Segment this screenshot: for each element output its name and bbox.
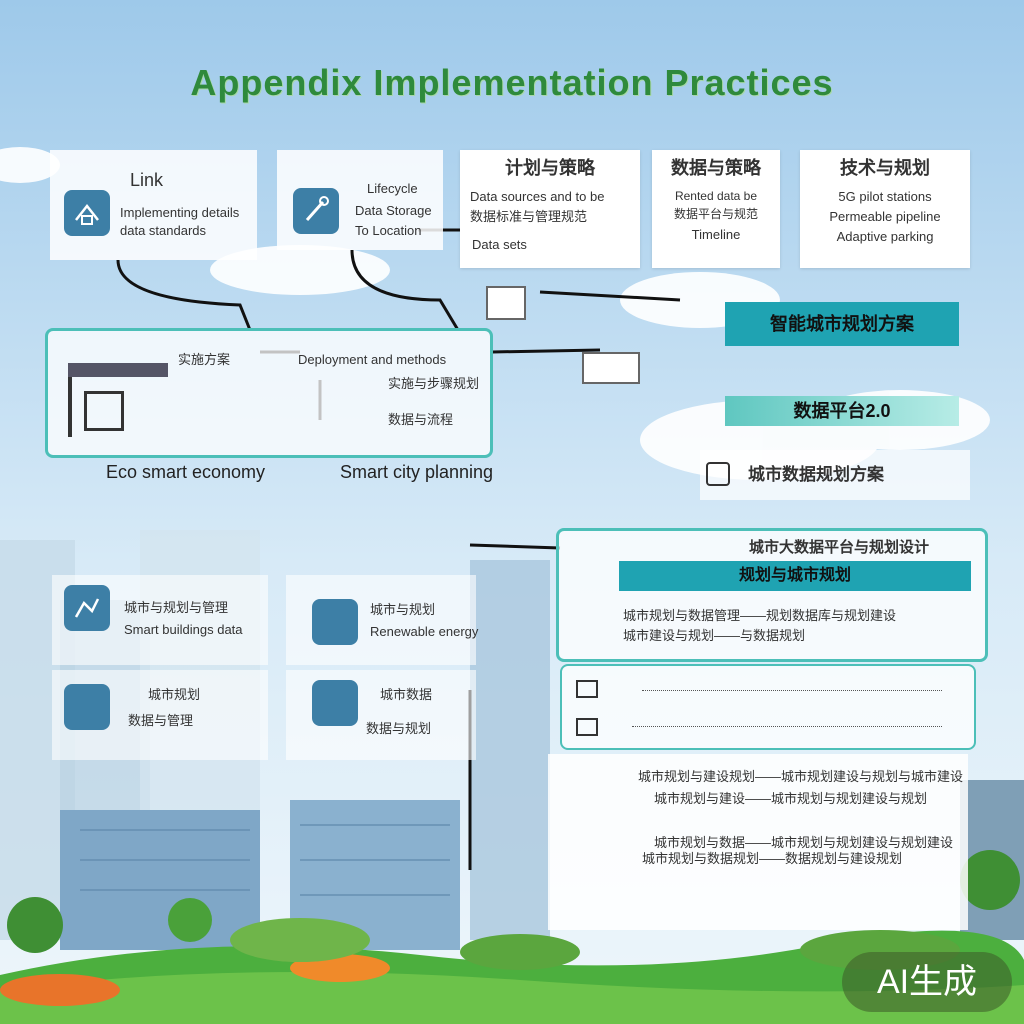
right-panel-middle (560, 664, 976, 750)
top-card-5-line-2: Permeable pipeline (829, 209, 941, 224)
top-card-5: 技术与规划 5G pilot stations Permeable pipeli… (800, 150, 970, 268)
right-panel-top: 城市大数据平台与规划设计 规划与城市规划 城市规划与数据管理——规划数据库与规划… (556, 528, 988, 662)
process-line-2: 实施与步骤规划 (388, 376, 480, 391)
bottom-card-2: 城市与规划 Renewable energy (286, 575, 479, 665)
bottom-card-2-heading: 城市与规划 (370, 602, 436, 617)
right-panel-line-1: 城市规划与数据管理——规划数据库与规划建设 (623, 608, 897, 623)
table-icon (576, 718, 598, 736)
top-card-5-line-1: 5G pilot stations (838, 189, 932, 204)
home-icon (576, 680, 598, 698)
process-line-3: 数据与流程 (388, 412, 454, 427)
top-card-1: Link Implementing details data standards (50, 150, 257, 260)
top-card-4: 数据与策略 Rented data be 数据平台与规范 Timeline (652, 150, 780, 268)
right-bar-1: 智能城市规划方案 (725, 302, 959, 346)
device-icon (582, 352, 640, 384)
top-card-4-line-2: 数据平台与规范 (673, 207, 758, 221)
right-panel-line-2: 城市建设与规划——与数据规划 (623, 628, 806, 643)
chart-icon (64, 585, 110, 631)
top-card-3: 计划与策略 Data sources and to be 数据标准与管理规范 D… (460, 150, 640, 268)
top-card-1-heading: Link (130, 170, 164, 190)
top-card-2-line-1: Data Storage (355, 203, 432, 218)
bottom-card-3-heading: 城市规划 (148, 687, 201, 702)
bottom-card-4-heading: 城市数据 (380, 687, 433, 702)
landscape (0, 850, 1024, 1024)
right-bar-2: 数据平台2.0 (725, 396, 959, 426)
right-bar-3-label: 城市数据规划方案 (748, 465, 884, 484)
top-card-5-heading: 技术与规划 (840, 158, 930, 178)
top-card-4-line-3: Timeline (691, 227, 741, 242)
right-panel-header: 城市大数据平台与规划设计 (749, 539, 930, 556)
process-box: 实施方案 Deployment and methods 实施与步骤规划 数据与流… (45, 328, 493, 458)
right-panel-bar: 规划与城市规划 (619, 561, 971, 591)
screen-icon (64, 684, 110, 730)
page-title: Appendix Implementation Practices (190, 62, 834, 103)
top-card-3-line-1: Data sources and to be (470, 189, 605, 204)
top-card-3-line-2: 数据标准与管理规范 (470, 209, 588, 224)
ai-generated-badge: AI生成 (842, 952, 1012, 1012)
list-item: 城市规划与建设规划——城市规划建设与规划与城市建设 (638, 769, 964, 784)
legend-left: Eco smart economy (106, 462, 266, 482)
top-card-2: Lifecycle Data Storage To Location (277, 150, 443, 250)
top-card-4-heading: 数据与策略 (671, 158, 761, 178)
building-icon (706, 462, 730, 486)
top-card-3-heading: 计划与策略 (505, 158, 595, 178)
top-card-3-line-3: Data sets (472, 237, 527, 252)
list-item: 城市规划与数据规划——数据规划与建设规划 (642, 851, 903, 866)
top-card-5-line-3: Adaptive parking (836, 229, 934, 244)
top-card-2-line-2: To Location (355, 223, 422, 238)
right-panel-list: 城市规划与建设规划——城市规划建设与规划与城市建设 城市规划与建设——城市规划与… (548, 754, 968, 930)
top-card-2-heading: Lifecycle (367, 181, 418, 196)
bottom-card-1-heading: 城市与规划与管理 (124, 600, 229, 615)
bottom-card-4: 城市数据 数据与规划 (286, 670, 476, 760)
panel-icon (312, 599, 358, 645)
right-bar-3: 城市数据规划方案 (700, 450, 970, 500)
bottom-card-1: 城市与规划与管理 Smart buildings data (52, 575, 268, 665)
grid-icon (312, 680, 358, 726)
bottom-card-2-line: Renewable energy (370, 624, 479, 639)
bottom-card-3: 城市规划 数据与管理 (52, 670, 268, 760)
bottom-card-4-line: 数据与规划 (366, 721, 432, 736)
tools-icon (293, 188, 339, 234)
process-pipe-icon (68, 363, 168, 377)
top-card-1-line-2: data standards (120, 223, 207, 238)
doc-icon (486, 286, 526, 320)
top-card-4-line-1: Rented data be (674, 189, 758, 203)
process-line-1: Deployment and methods (298, 352, 447, 367)
process-label: 实施方案 (178, 352, 231, 367)
house-icon (64, 190, 110, 236)
bottom-card-3-line: 数据与管理 (128, 713, 194, 728)
top-card-1-line-1: Implementing details (120, 205, 240, 220)
legend-right: Smart city planning (340, 462, 494, 482)
bottom-card-1-line: Smart buildings data (124, 622, 243, 637)
server-icon (84, 391, 124, 431)
list-item: 城市规划与数据——城市规划与规划建设与规划建设 (654, 835, 954, 850)
list-item: 城市规划与建设——城市规划与规划建设与规划 (654, 791, 928, 806)
